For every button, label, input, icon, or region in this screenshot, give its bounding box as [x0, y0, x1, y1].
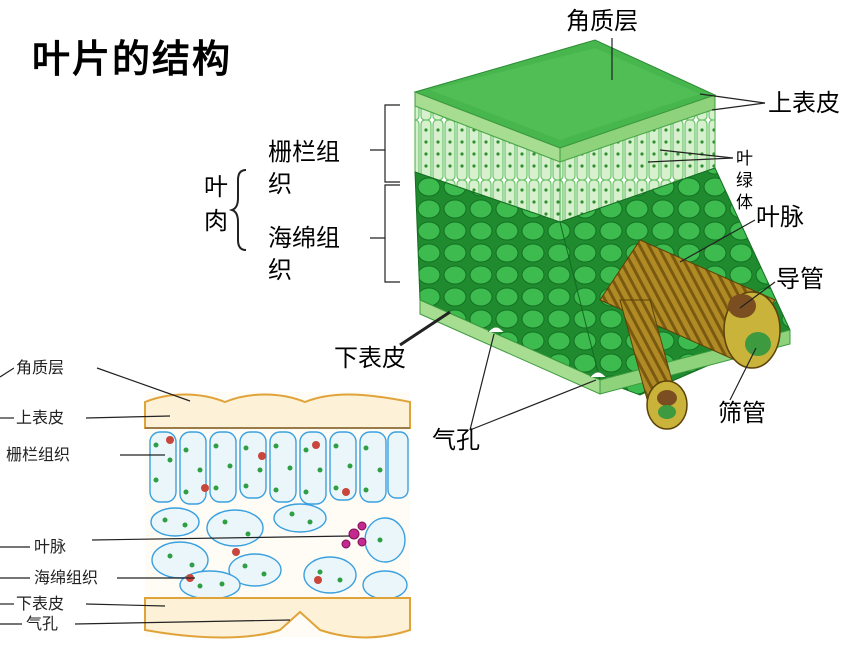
bottom-leader-lines [0, 367, 351, 625]
label-vessel: 导管 [776, 265, 824, 293]
stoma-gap-2 [589, 371, 607, 378]
bottom-label-upper-epidermis: 上表皮 [14, 408, 67, 428]
label-cuticle: 角质层 [566, 7, 638, 35]
cross-section-diagram [144, 392, 411, 639]
label-stoma: 气孔 [432, 426, 480, 454]
label-lower-epidermis: 下表皮 [334, 344, 406, 372]
top-leader-lines [228, 38, 776, 431]
bottom-label-palisade: 栅栏组织 [4, 445, 73, 465]
label-vein: 叶脉 [756, 203, 804, 231]
stoma-gap-1 [487, 326, 505, 333]
bottom-label-vein: 叶脉 [32, 537, 69, 557]
bottom-label-lower-epidermis: 下表皮 [14, 594, 67, 614]
vein-cluster [341, 521, 367, 549]
bottom-label-cuticle: 角质层 [14, 358, 67, 378]
page-title: 叶片的结构 [32, 37, 233, 81]
label-mesophyll: 叶肉 [204, 173, 228, 235]
vein-bundle [599, 239, 781, 430]
label-sieve-tube: 筛管 [718, 399, 766, 427]
label-palisade: 栅栏组织 [268, 138, 340, 198]
bottom-label-stoma: 气孔 [24, 614, 61, 634]
label-chloroplast: 叶绿体 [736, 149, 753, 213]
label-upper-epidermis: 上表皮 [768, 89, 840, 117]
label-spongy: 海绵组织 [268, 224, 340, 284]
leaf-block-3d [413, 39, 791, 430]
bottom-label-spongy: 海绵组织 [32, 568, 101, 588]
